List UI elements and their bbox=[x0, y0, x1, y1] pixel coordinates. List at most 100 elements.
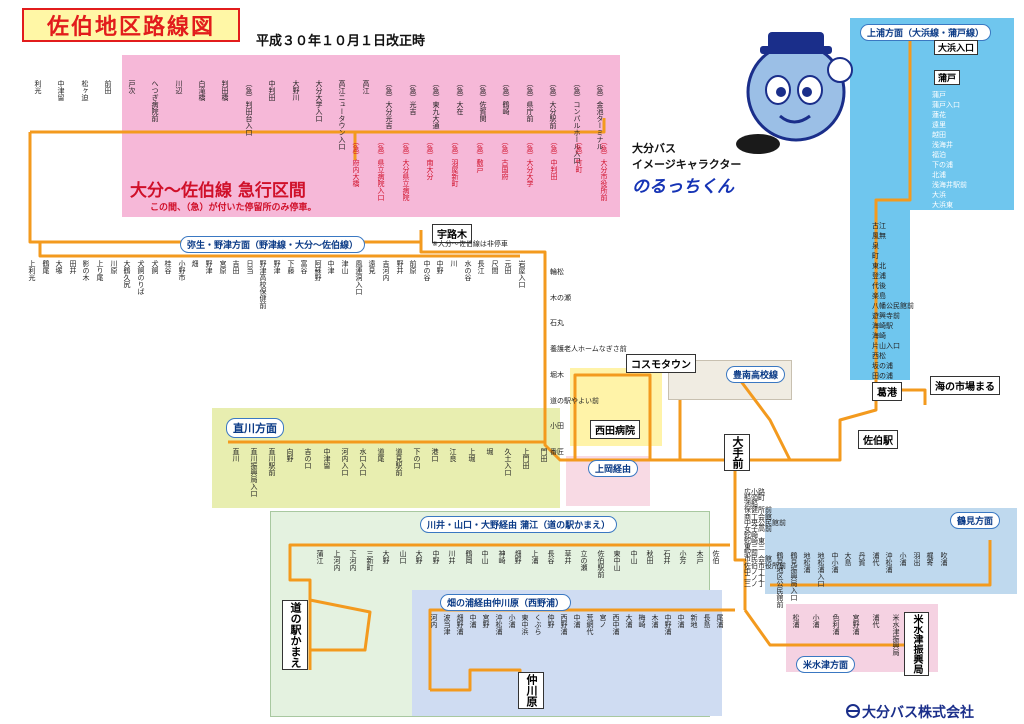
zone-label-naokawa: 直川方面 bbox=[226, 418, 284, 438]
zone-label-hoinan: 豊南高校線 bbox=[726, 366, 786, 383]
bus-stop-label: 前原 bbox=[409, 260, 417, 274]
bus-stop-label: 浅海井駅前 bbox=[932, 181, 967, 189]
bus-stop-label: 中山 bbox=[630, 550, 638, 564]
bus-stop-label: （急）大分光吉 bbox=[385, 80, 393, 129]
bus-stop-label: （急）羽屋新町 bbox=[451, 138, 459, 187]
bus-stop-label: 戸次 bbox=[128, 80, 136, 94]
bus-stop-label: 道尾 bbox=[377, 448, 385, 462]
bus-stop-label: 堀 bbox=[486, 448, 494, 455]
bus-stop-label: 畑野浦 bbox=[456, 614, 464, 635]
bus-stop-label: 松ヶ迫 bbox=[81, 80, 89, 101]
bus-stop-label: 下河内 bbox=[349, 550, 357, 571]
bus-stop-label: 丹賀 bbox=[858, 552, 866, 566]
mascot-label-role: イメージキャラクター bbox=[632, 158, 742, 171]
bus-stop-label: 秋田 bbox=[646, 550, 654, 564]
bus-stop-label: 田井 bbox=[69, 260, 77, 274]
bus-stop-label: 浦代 bbox=[872, 614, 880, 628]
bus-stop-label: 長江 bbox=[477, 260, 485, 274]
bus-stop-label: 最勝海 bbox=[932, 261, 953, 269]
bus-stop-label: 大野川 bbox=[292, 80, 300, 101]
express-zone bbox=[122, 55, 620, 217]
bus-stop-label: 吹浦 bbox=[940, 552, 948, 566]
bus-stop-label: 長島 bbox=[703, 614, 711, 628]
bus-stop-label: 松浦 bbox=[792, 614, 800, 628]
zone-label-kamae: 川井・山口・大野経由 蒲江（道の駅かまえ） bbox=[420, 516, 618, 533]
bus-stop-label: 養護老人ホームなぎさ前 bbox=[550, 345, 627, 353]
ujigi-note: ※大分～佐伯線は非停車 bbox=[432, 240, 508, 248]
bus-stop-label: 上門田 bbox=[522, 448, 530, 469]
bus-stop-label: 小浦 bbox=[812, 614, 820, 628]
bus-stop-label: 阿蘇野 bbox=[314, 260, 322, 281]
bus-stop-label: 波当津 bbox=[443, 614, 451, 635]
hub-kamado: 蒲戸 bbox=[934, 70, 961, 85]
bus-stop-label: 仲野 bbox=[547, 614, 555, 628]
bus-stop-label: 草井 bbox=[564, 550, 572, 564]
bus-stop-label: へつぎ病院前 bbox=[151, 80, 159, 122]
bus-stop-label: 風連洞入口 bbox=[355, 260, 363, 295]
bus-stop-label: 大野 bbox=[415, 550, 423, 564]
bus-stop-label: 宮野 bbox=[482, 614, 490, 628]
hub-michinoeki-kamae: 道の駅かまえ bbox=[282, 600, 308, 670]
stops-kamiura-list: 蒲戸蒲戸入口蓮花遠里越田浅海井福泊下の浦北浦浅海井駅前大浜大浜東四浦中の浦浜小浦… bbox=[932, 90, 974, 300]
bus-stop-label: 楽島 bbox=[872, 292, 886, 300]
zone-label-tsurumi: 鶴見方面 bbox=[950, 512, 1001, 529]
bus-stop-label: 駅前 bbox=[744, 549, 758, 557]
bus-stop-label: 地松浦入口 bbox=[817, 552, 825, 587]
bus-stop-label: 長谷 bbox=[547, 550, 555, 564]
bus-stop-label: 大浜東 bbox=[932, 201, 953, 209]
bus-stop-label: （急）大在 bbox=[456, 80, 464, 115]
bus-stop-label: 沖松浦 bbox=[495, 614, 503, 635]
bus-stop-label: 川原 bbox=[110, 260, 118, 274]
hub-umino-ichiba: 海の市場まる bbox=[930, 376, 1000, 395]
bus-stop-label: 西松 bbox=[872, 352, 886, 360]
bus-stop-label: 吉田 bbox=[232, 260, 240, 274]
mascot-label-company: 大分バス bbox=[632, 142, 676, 155]
bus-stop-label: 木戸 bbox=[696, 550, 704, 564]
bus-stop-label: 田の浦 bbox=[872, 372, 893, 380]
bus-stop-label: 鶴見地区公民館前 bbox=[776, 552, 784, 608]
bus-stop-label: 蓮花 bbox=[932, 111, 946, 119]
bus-stop-label: 犬飼 bbox=[151, 260, 159, 274]
bus-stop-label: （急）東九大通 bbox=[432, 80, 440, 129]
bus-stop-label: （急）敷戸 bbox=[476, 138, 484, 173]
bus-stop-label: 津山 bbox=[341, 260, 349, 274]
hub-nakagawara: 仲川原 bbox=[518, 672, 544, 709]
bus-stop-label: 大塚 bbox=[55, 260, 63, 274]
bus-stop-label: 大島 bbox=[844, 552, 852, 566]
bus-stop-label: （急）判田台入口 bbox=[245, 80, 253, 136]
bus-stop-label: 堀木 bbox=[550, 371, 564, 379]
bus-stop-label: 代後 bbox=[872, 282, 886, 290]
bus-stop-label: 泉 bbox=[872, 242, 879, 250]
bus-stop-label: 中野 bbox=[436, 260, 444, 274]
bus-stop-label: 下の浦 bbox=[932, 161, 953, 169]
map-title: 佐伯地区路線図 bbox=[46, 15, 215, 40]
bus-stop-label: 西野浦 bbox=[560, 614, 568, 635]
bus-stop-label: 上浦振興局前 bbox=[932, 251, 974, 259]
bus-stop-label: 桂谷 bbox=[164, 260, 172, 274]
bus-stop-label: 佐伯 bbox=[712, 550, 720, 564]
bus-stop-label: 二ノ丁 bbox=[744, 574, 765, 582]
bus-stop-label: 立の瀬 bbox=[580, 550, 588, 571]
bus-stop-label: 坂の浦 bbox=[872, 362, 893, 370]
bus-stop-label: くぶら bbox=[534, 614, 542, 635]
bus-stop-label: （急）府内大橋 bbox=[352, 138, 360, 187]
bus-stop-label: 新地 bbox=[690, 614, 698, 628]
bus-stop-label: 中の浦 bbox=[932, 221, 953, 229]
bus-stop-label: 野津高校保健前 bbox=[259, 260, 267, 309]
bus-stop-label: 道の駅やよい前 bbox=[550, 397, 599, 405]
bus-stop-label: 畑野 bbox=[514, 550, 522, 564]
bus-stop-label: 河内 bbox=[430, 614, 438, 628]
bus-stop-label: 四浦 bbox=[932, 211, 946, 219]
bus-stop-label: 宮ノ bbox=[599, 614, 607, 628]
bus-stop-label: 高江 bbox=[362, 80, 370, 94]
bus-stop-label: 小浦 bbox=[508, 614, 516, 628]
hub-otemae: 大手前 bbox=[724, 434, 750, 471]
bus-stop-label: 中央公民館前 bbox=[932, 281, 974, 289]
bus-stop-label: 川辺 bbox=[175, 80, 183, 94]
bus-stop-label: （急）コンパルホール入口 bbox=[573, 80, 581, 164]
bus-stop-label: 日当 bbox=[246, 260, 254, 274]
bus-stop-label: 大分大学入口 bbox=[315, 80, 323, 122]
bus-stop-label: 東北 bbox=[872, 262, 886, 270]
bus-stop-label: 小野市 bbox=[178, 260, 186, 281]
bus-stop-label: 東中山 bbox=[613, 550, 621, 571]
